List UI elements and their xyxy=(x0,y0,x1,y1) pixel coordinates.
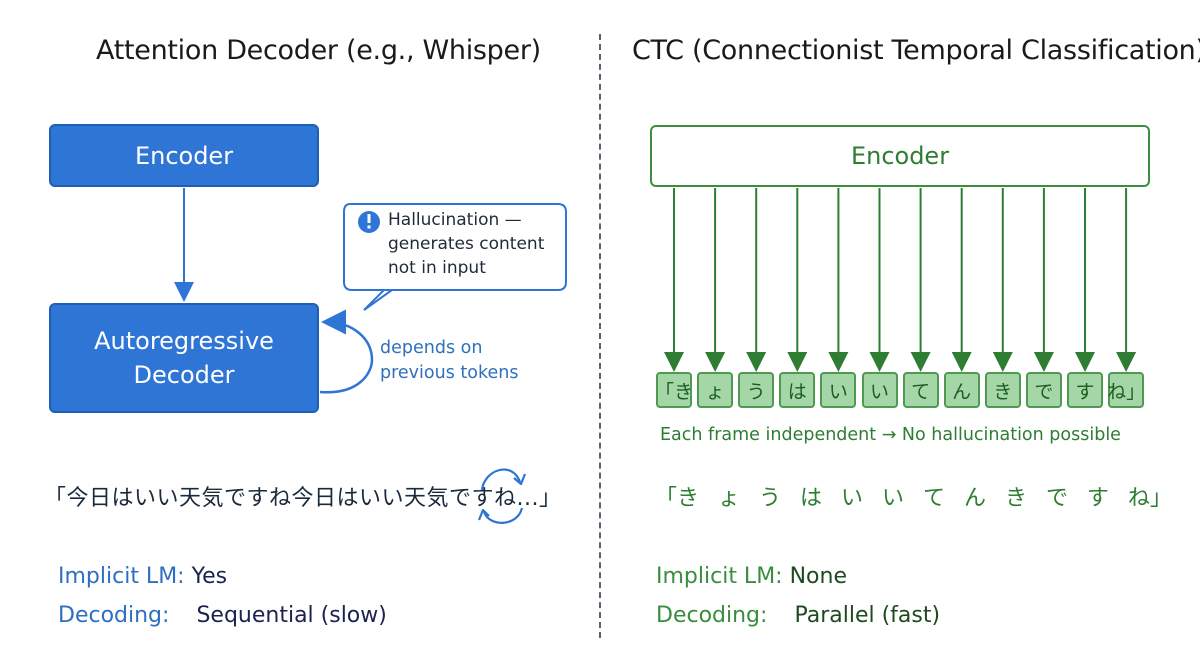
ctc-token: き xyxy=(984,372,1021,408)
autoregressive-loop-arrow xyxy=(319,309,374,394)
ctc-token: て xyxy=(902,372,939,408)
panel-divider xyxy=(599,34,601,638)
right-encoder-label: Encoder xyxy=(850,142,950,170)
ctc-token: い xyxy=(820,372,857,408)
bubble-line3: not in input xyxy=(388,258,486,278)
ctc-token: ん xyxy=(943,372,980,408)
left-decoding-row: Decoding: Sequential (slow) xyxy=(58,603,387,628)
bubble-line1: Hallucination — xyxy=(388,210,522,230)
ctc-token: 「き xyxy=(655,372,693,408)
right-implicit-lm-value: None xyxy=(789,564,847,589)
decoder-label-line2: Decoder xyxy=(133,361,235,389)
right-decoding-value: Parallel (fast) xyxy=(794,603,941,628)
right-encoder-box: Encoder xyxy=(650,125,1150,187)
ctc-token: い xyxy=(861,372,898,408)
loop-note-line1: depends on xyxy=(380,338,483,358)
left-panel-title: Attention Decoder (e.g., Whisper) xyxy=(96,35,541,66)
left-encoder-label: Encoder xyxy=(134,141,234,170)
left-implicit-lm-label: Implicit LM: xyxy=(58,564,185,589)
ctc-token: ょ xyxy=(697,372,734,408)
ctc-token: は xyxy=(779,372,816,408)
bubble-line2: generates content xyxy=(388,234,545,254)
ctc-frame-arrows xyxy=(664,188,1137,372)
left-decoding-value: Sequential (slow) xyxy=(196,603,387,628)
ctc-token: で xyxy=(1025,372,1062,408)
decoder-label-line1: Autoregressive xyxy=(94,327,274,355)
loop-note-line2: previous tokens xyxy=(380,363,519,383)
repeat-cycle-icon xyxy=(477,468,527,524)
hallucination-note: Hallucination — generates content not in… xyxy=(388,208,568,280)
loop-note: depends on previous tokens xyxy=(380,336,518,386)
alert-icon xyxy=(358,211,380,233)
left-implicit-lm-row: Implicit LM: Yes xyxy=(58,564,227,589)
right-panel-title: CTC (Connectionist Temporal Classificati… xyxy=(632,35,1200,66)
left-decoding-label: Decoding: xyxy=(58,603,170,628)
ctc-token: う xyxy=(738,372,775,408)
right-decoding-row: Decoding: Parallel (fast) xyxy=(656,603,940,628)
left-encoder-box: Encoder xyxy=(49,124,319,187)
right-decoding-label: Decoding: xyxy=(656,603,768,628)
left-implicit-lm-value: Yes xyxy=(191,564,228,589)
ctc-token: ね」 xyxy=(1107,372,1145,408)
right-implicit-lm-label: Implicit LM: xyxy=(656,564,783,589)
autoregressive-decoder-box: Autoregressive Decoder xyxy=(49,303,319,413)
left-connectors xyxy=(174,188,567,524)
hallucination-bubble xyxy=(343,203,567,311)
ctc-token: す xyxy=(1067,372,1103,408)
right-implicit-lm-row: Implicit LM: None xyxy=(656,564,847,589)
right-output-text: 「き ょ う は い い て ん き で す ね」 xyxy=(655,486,1172,511)
ctc-caption: Each frame independent → No hallucinatio… xyxy=(660,425,1121,445)
left-output-text: 「今日はいい天気ですね今日はいい天気ですね...」 xyxy=(44,486,562,511)
